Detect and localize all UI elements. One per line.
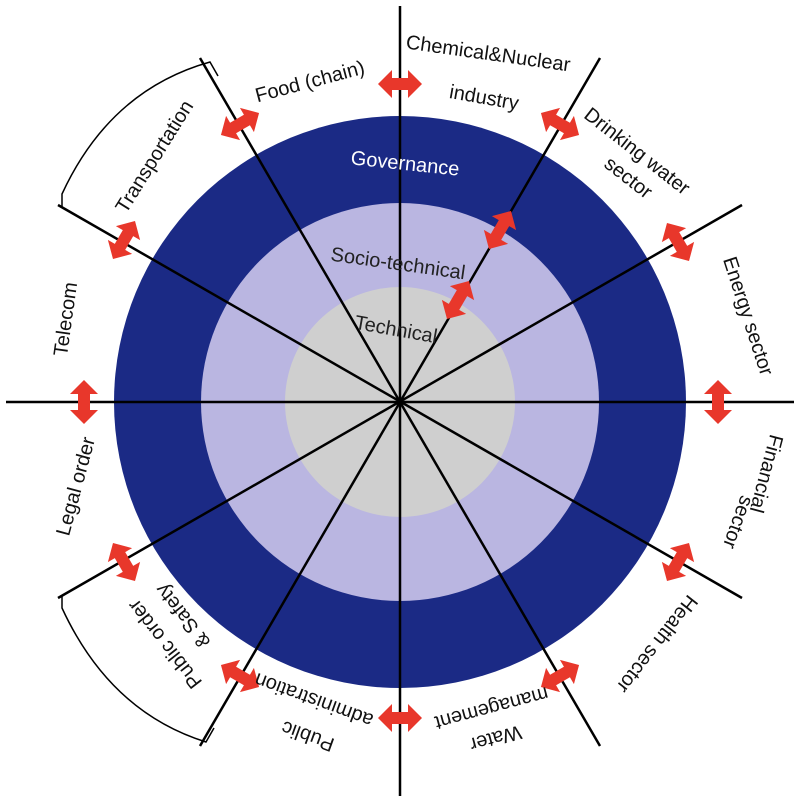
transportation-bracket: [61, 61, 219, 208]
sector-label-health: Health sector: [612, 590, 702, 697]
sector-label-financial-sector: sector: [718, 493, 757, 552]
sector-label-water-management: management: [432, 682, 551, 734]
sector-label-telecom: Telecom: [50, 281, 82, 358]
sector-spokes: [6, 6, 794, 796]
sector-label-transportation: Transportation: [112, 97, 199, 217]
sector-label-chemical-nuclear: Chemical&Nuclear: [405, 32, 572, 77]
sector-label-chemical-industry: industry: [448, 81, 521, 115]
arrow-icon: [100, 535, 148, 589]
spoke-150: [198, 57, 602, 747]
arrow-icon: [100, 213, 148, 267]
arrow-icon: [533, 100, 587, 148]
public-order-bracket: [61, 596, 215, 743]
arrow-icon: [654, 215, 702, 269]
arrow-icon: [213, 100, 267, 148]
sector-label-food-chain: Food (chain): [253, 57, 367, 107]
arrow-icon: [654, 535, 702, 589]
sector-label-legal-order: Legal order: [52, 434, 100, 538]
sector-label-energy: Energy sector: [718, 254, 777, 378]
sector-label-water: Water: [467, 720, 524, 755]
sector-label-public: Public: [279, 716, 338, 755]
